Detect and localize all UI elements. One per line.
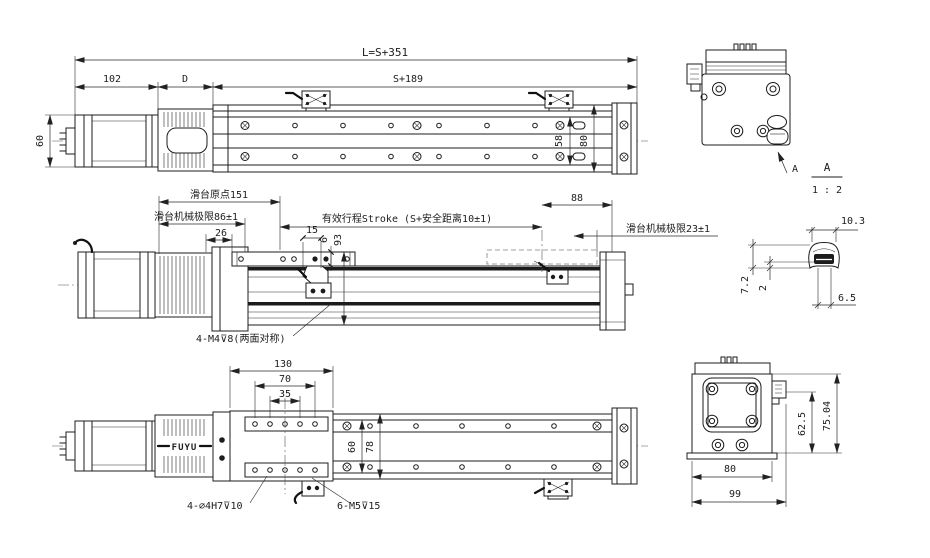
dim-60: 60	[347, 441, 358, 453]
belt-clamp	[533, 260, 569, 285]
limit-sensor-bottom	[533, 478, 573, 500]
dim-62-5: 62.5	[797, 412, 808, 436]
slider-carriage	[231, 251, 356, 299]
dim-88: 88	[571, 193, 583, 204]
sensor-cable	[527, 91, 547, 101]
side-view: 滑台原点151 滑台机械极限86±1 26 有效行程Stroke (S+安全距离…	[58, 188, 718, 345]
detail-a-dimensions: 10.3 7.2 2 6.5	[740, 216, 865, 309]
motor-cable	[73, 238, 94, 254]
end-connector	[686, 63, 708, 101]
bottom-view-dimensions: 130 70 35 60 78 4-⌀4H7⊽10 6-M5⊽15	[187, 359, 383, 512]
motor-side	[73, 238, 156, 319]
dim-78: 78	[365, 441, 376, 453]
dim-mech-limit-right: 滑台机械极限23±1	[626, 222, 710, 235]
dim-mech-limit-left: 滑台机械极限86±1	[154, 210, 238, 223]
cover-nubs-rear	[720, 356, 738, 364]
detail-title: A	[824, 161, 831, 174]
coupling-bottom: FUYU	[154, 414, 214, 478]
dim-2: 2	[758, 285, 769, 291]
carriage-bottom	[229, 398, 334, 494]
dim-overall-length: L=S+351	[362, 46, 408, 59]
dim-body-length: S+189	[393, 74, 423, 85]
end-view-front: A A 1 : 2	[686, 43, 843, 196]
dim-15: 15	[306, 225, 318, 236]
side-view-dimensions: 滑台原点151 滑台机械极限86±1 26 有效行程Stroke (S+安全距离…	[154, 188, 718, 345]
dim-93: 93	[333, 234, 344, 246]
dim-motor-width: 60	[35, 135, 46, 147]
motor-body	[74, 114, 159, 168]
brand-label: FUYU	[172, 443, 198, 453]
detail-pointer-label: A	[792, 164, 798, 175]
end-plate-top	[611, 102, 638, 175]
base-flange	[686, 452, 778, 460]
dim-belt-width: 10.3	[841, 216, 865, 227]
dim-effective-stroke: 有效行程Stroke (S+安全距离10±1)	[322, 212, 492, 225]
belt-exit-detail	[766, 115, 789, 145]
rear-view-dimensions: 62.5 75.04 80 99	[691, 373, 842, 507]
dim-6-5: 6.5	[838, 293, 856, 304]
cover-nubs	[733, 43, 757, 51]
dim-80: 80	[724, 464, 736, 475]
note-side-threads: 4-M4⊽8(两面对称)	[196, 332, 285, 345]
detail-scale: 1 : 2	[812, 185, 842, 196]
note-locating-holes: 4-⌀4H7⊽10	[187, 501, 242, 512]
coupling-housing	[157, 108, 214, 172]
dim-belt-height: 7.2	[740, 276, 751, 294]
detail-a-view: 10.3 7.2 2 6.5	[740, 216, 865, 309]
sensor-cable	[284, 91, 304, 101]
dim-motor-length: 102	[103, 74, 121, 85]
dim-slider-origin: 滑台原点151	[190, 188, 248, 201]
dim-26: 26	[215, 228, 227, 239]
rail-body-top	[212, 104, 613, 173]
dim-6: 6	[319, 237, 330, 243]
motor-bottom	[74, 420, 156, 472]
dim-99: 99	[729, 489, 741, 500]
bottom-view: FUYU	[52, 359, 648, 512]
dim-guide-spacing: 58	[554, 135, 565, 147]
limit-sensor-left	[284, 90, 331, 112]
end-block-side	[599, 251, 634, 331]
dim-coupling-length: D	[182, 74, 188, 85]
rear-connector	[771, 380, 787, 405]
mount-block-bottom	[212, 411, 231, 482]
end-view-rear: 62.5 75.04 80 99	[686, 356, 842, 507]
top-view: L=S+351 102 D S+189 60 58 80	[35, 46, 648, 175]
dim-70: 70	[279, 374, 291, 385]
rear-body	[691, 373, 773, 454]
dim-body-width: 80	[579, 135, 590, 147]
end-plate-bottom	[611, 407, 638, 485]
sensor-bracket-bottom	[293, 480, 325, 505]
dim-130: 130	[274, 359, 292, 370]
dim-35: 35	[279, 389, 291, 400]
note-mounting-threads: 6-M5⊽15	[337, 501, 380, 512]
top-view-dimensions: L=S+351 102 D S+189 60 58 80	[35, 46, 638, 173]
limit-sensor-right	[527, 90, 574, 112]
coupling-bellows	[154, 252, 213, 318]
detail-pointer-arrow	[777, 151, 788, 174]
dim-75-04: 75.04	[822, 401, 833, 431]
